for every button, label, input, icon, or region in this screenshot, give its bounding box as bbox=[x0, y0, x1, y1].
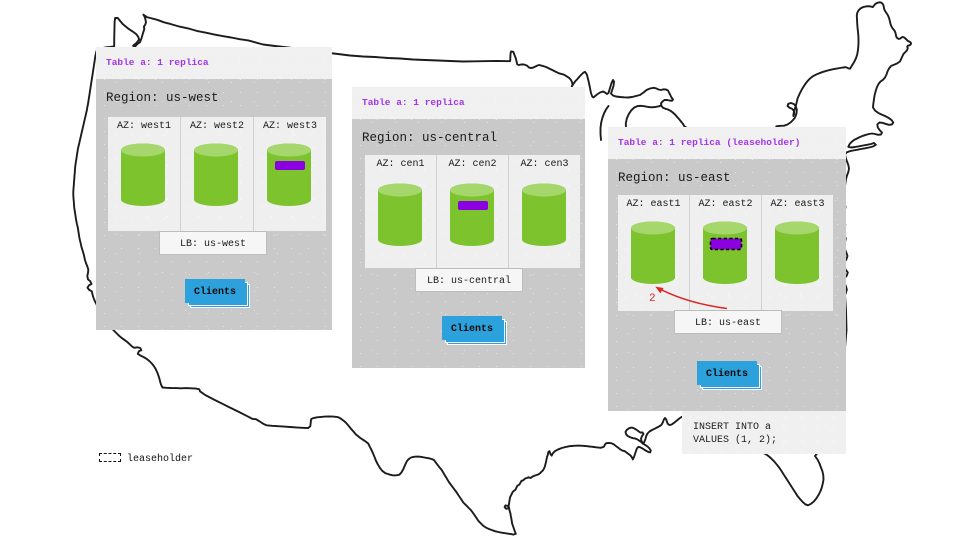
svg-text:2: 2 bbox=[649, 293, 656, 305]
